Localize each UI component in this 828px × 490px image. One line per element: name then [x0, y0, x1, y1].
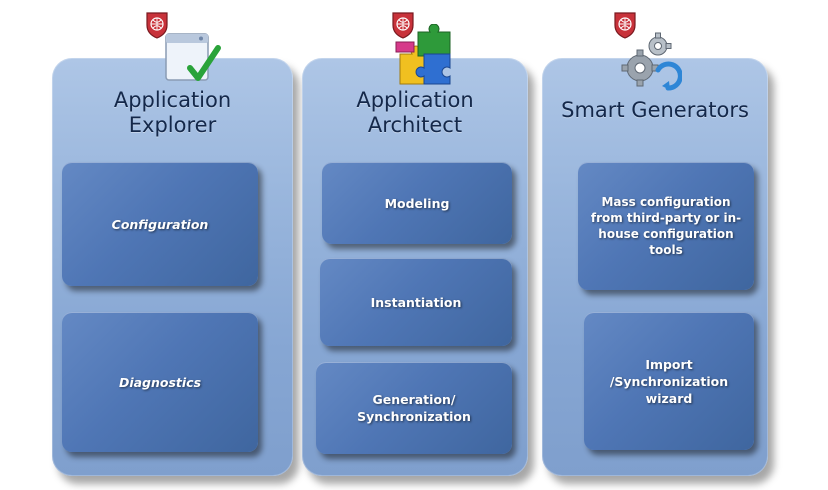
shield-globe-icon	[392, 12, 414, 39]
browser-checkmark-icon	[165, 33, 221, 81]
card-configuration[interactable]: Configuration	[62, 162, 258, 286]
card-diagnostics[interactable]: Diagnostics	[62, 312, 258, 452]
panel-title-application-explorer: Application Explorer	[113, 88, 232, 137]
panel-title-smart-generators: Smart Generators	[561, 98, 749, 122]
card-label: Diagnostics	[118, 374, 202, 390]
card-label: Configuration	[111, 216, 209, 232]
card-label: Modeling	[384, 195, 450, 211]
card-label: Instantiation	[370, 294, 462, 310]
card-modeling[interactable]: Modeling	[322, 162, 512, 244]
panel-application-architect: Application Architect Modeling Instantia…	[302, 58, 528, 476]
shield-globe-icon	[146, 12, 168, 39]
card-label: Mass configuration from third-party or i…	[590, 195, 742, 257]
card-label: Generation/ Synchronization	[357, 392, 471, 424]
card-mass-configuration[interactable]: Mass configuration from third-party or i…	[578, 162, 754, 290]
panel-title-application-architect: Application Architect	[356, 88, 474, 137]
card-instantiation[interactable]: Instantiation	[320, 258, 512, 346]
shield-globe-icon	[614, 12, 636, 39]
panel-smart-generators: Smart Generators Mass configuration from…	[542, 58, 768, 476]
panel-application-explorer: Application Explorer Configuration Diagn…	[52, 58, 293, 476]
card-label: Import /Synchronization wizard	[609, 356, 729, 406]
puzzle-pieces-icon	[395, 24, 451, 85]
card-generation-synchronization[interactable]: Generation/ Synchronization	[316, 362, 512, 454]
card-import-synchronization-wizard[interactable]: Import /Synchronization wizard	[584, 312, 754, 450]
gears-icon	[621, 32, 682, 91]
